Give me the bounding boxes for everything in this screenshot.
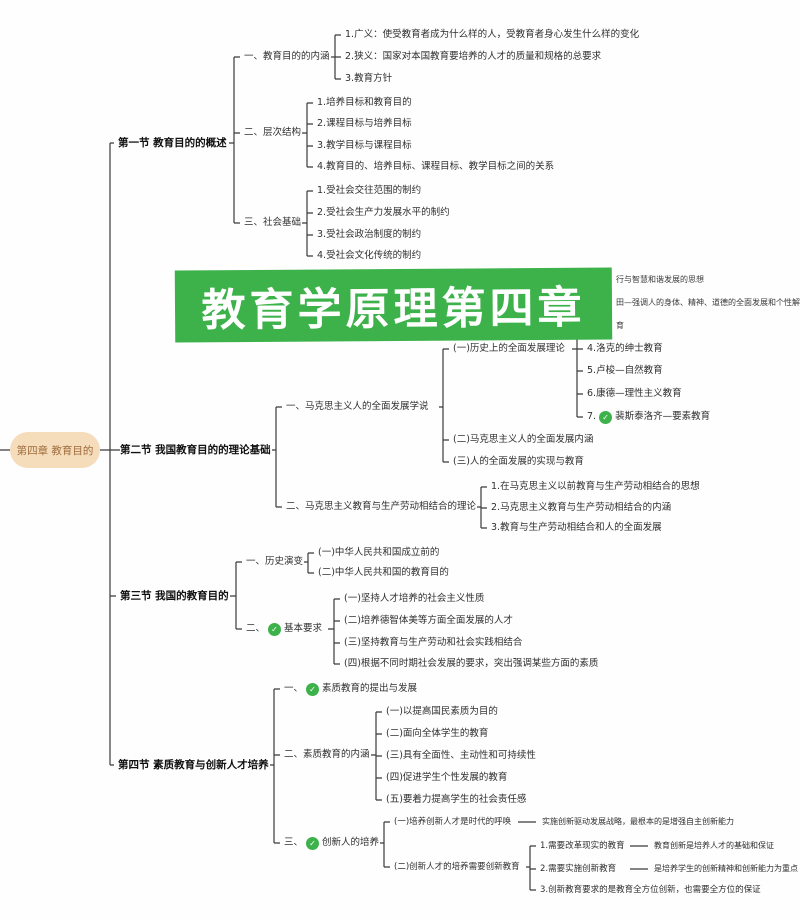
- item-rousseau[interactable]: 5.卢梭—自然教育: [587, 365, 663, 376]
- section-3-title[interactable]: 第三节 我国的教育目的: [120, 590, 229, 602]
- item-social-4[interactable]: 4.受社会文化传统的制约: [317, 250, 422, 261]
- check-icon: ✓: [599, 410, 613, 424]
- check-icon: ✓: [306, 682, 320, 696]
- branch-label: 创新人的培养: [322, 837, 380, 848]
- item-connotation-2[interactable]: (二)面向全体学生的教育: [386, 728, 489, 739]
- check-icon: ✓: [268, 622, 282, 636]
- note-implement-innovation: 是培养学生的创新精神和创新能力为重点: [654, 864, 798, 873]
- item-labor-3[interactable]: 3.教育与生产劳动相结合和人的全面发展: [491, 522, 662, 533]
- section-4-title[interactable]: 第四节 素质教育与创新人才培养: [118, 759, 269, 771]
- item-labor-2[interactable]: 2.马克思主义教育与生产劳动相结合的内涵: [491, 502, 672, 513]
- item-education-policy[interactable]: 3.教育方针: [345, 73, 393, 84]
- branch-purpose-connotation[interactable]: 一、教育目的的内涵: [244, 51, 330, 62]
- branch-innovative-talent[interactable]: 三、 ✓ 创新人的培养: [284, 836, 379, 850]
- item-connotation-3[interactable]: (三)具有全面性、主动性和可持续性: [386, 750, 536, 761]
- branch-historical-evolution[interactable]: 一、历史演变: [246, 556, 304, 567]
- sub-historical-theories[interactable]: (一)历史上的全面发展理论: [453, 343, 565, 354]
- item-social-2[interactable]: 2.受社会生产力发展水平的制约: [317, 207, 450, 218]
- note-reform-education: 教育创新是培养人才的基础和保证: [654, 841, 774, 850]
- sub-marx-connotation[interactable]: (二)马克思主义人的全面发展内涵: [453, 434, 594, 445]
- branch-label: 素质教育的提出与发展: [322, 683, 418, 694]
- branch-hierarchy[interactable]: 二、层次结构: [244, 127, 302, 138]
- sub-realization-education[interactable]: (三)人的全面发展的实现与教育: [453, 456, 584, 467]
- item-hierarchy-4[interactable]: 4.教育目的、培养目标、课程目标、教学目标之间的关系: [317, 161, 555, 172]
- item-connotation-1[interactable]: (一)以提高国民素质为目的: [386, 706, 498, 717]
- item-requirement-4[interactable]: (四)根据不同时期社会发展的要求，突出强调某些方面的素质: [344, 658, 599, 669]
- item-hierarchy-1[interactable]: 1.培养目标和教育目的: [317, 97, 412, 108]
- item-hierarchy-3[interactable]: 3.教学目标与课程目标: [317, 140, 412, 151]
- chapter-banner: 教育学原理第四章: [174, 267, 613, 343]
- banner-text: 教育学原理第四章: [201, 282, 586, 337]
- item-implement-innovation[interactable]: 2.需要实施创新教育: [540, 864, 617, 874]
- item-labor-1[interactable]: 1.在马克思主义以前教育与生产劳动相结合的思想: [491, 481, 700, 492]
- branch-quality-education-connotation[interactable]: 二、素质教育的内涵: [284, 749, 370, 760]
- branch-marx-full-development[interactable]: 一、马克思主义人的全面发展学说: [286, 401, 429, 412]
- branch-number: 二、: [246, 623, 266, 634]
- branch-label: 基本要求: [284, 623, 323, 634]
- item-connotation-5[interactable]: (五)要着力提高学生的社会责任感: [386, 794, 527, 805]
- note-era-call: 实施创新驱动发展战略，最根本的是增强自主创新能力: [542, 817, 734, 826]
- item-requirement-2[interactable]: (二)培养德智体美等方面全面发展的人才: [344, 615, 513, 626]
- item-connotation-4[interactable]: (四)促进学生个性发展的教育: [386, 772, 508, 783]
- check-icon: ✓: [306, 836, 320, 850]
- sub-era-call[interactable]: (一)培养创新人才是时代的呼唤: [394, 817, 512, 827]
- item-requirement-1[interactable]: (一)坚持人才培养的社会主义性质: [344, 593, 485, 604]
- item-pre-prc[interactable]: (一)中华人民共和国成立前的: [318, 547, 440, 558]
- item-reform-education[interactable]: 1.需要改革现实的教育: [540, 841, 625, 851]
- item-broad-sense[interactable]: 1.广义：使受教育者成为什么样的人，受教育者身心发生什么样的变化: [345, 29, 640, 40]
- item-social-3[interactable]: 3.受社会政治制度的制约: [317, 229, 422, 240]
- root-node-chapter[interactable]: 第四章 教育目的: [10, 432, 100, 468]
- section-1-title[interactable]: 第一节 教育目的的概述: [118, 137, 227, 149]
- item-prc-purpose[interactable]: (二)中华人民共和国的教育目的: [318, 567, 449, 578]
- item-all-round-innovation[interactable]: 3.创新教育要求的是教育全方位创新，也需要全方位的保证: [540, 885, 761, 895]
- branch-number: 三、: [284, 837, 304, 848]
- section-2-title[interactable]: 第二节 我国教育目的的理论基础: [120, 444, 271, 456]
- item-narrow-sense[interactable]: 2.狭义：国家对本国教育要培养的人才的质量和规格的总要求: [345, 51, 602, 62]
- item-requirement-3[interactable]: (三)坚持教育与生产劳动和社会实践相结合: [344, 637, 523, 648]
- item-locke[interactable]: 4.洛克的绅士教育: [587, 343, 663, 354]
- covered-fragment-2: 田—强调人的身体、精神、道德的全面发展和个性解放: [616, 298, 800, 307]
- item-social-1[interactable]: 1.受社会交往范围的制约: [317, 185, 422, 196]
- branch-number: 一、: [284, 683, 304, 694]
- item-kant[interactable]: 6.康德—理性主义教育: [587, 388, 682, 399]
- sub-innovative-education[interactable]: (二)创新人才的培养需要创新教育: [394, 862, 520, 872]
- item-number: 7.: [587, 411, 597, 422]
- branch-education-labor[interactable]: 二、马克思主义教育与生产劳动相结合的理论: [286, 501, 477, 512]
- item-pestalozzi[interactable]: 7. ✓ 裴斯泰洛齐—要素教育: [587, 410, 710, 424]
- branch-quality-education-development[interactable]: 一、 ✓ 素质教育的提出与发展: [284, 682, 417, 696]
- branch-basic-requirements[interactable]: 二、 ✓ 基本要求: [246, 622, 322, 636]
- item-hierarchy-2[interactable]: 2.课程目标与培养目标: [317, 118, 412, 129]
- covered-fragment-1: 行与智慧和谐发展的思想: [616, 275, 704, 284]
- item-label: 裴斯泰洛齐—要素教育: [615, 411, 711, 422]
- branch-social-basis[interactable]: 三、社会基础: [244, 217, 302, 228]
- covered-fragment-3: 育: [616, 321, 624, 330]
